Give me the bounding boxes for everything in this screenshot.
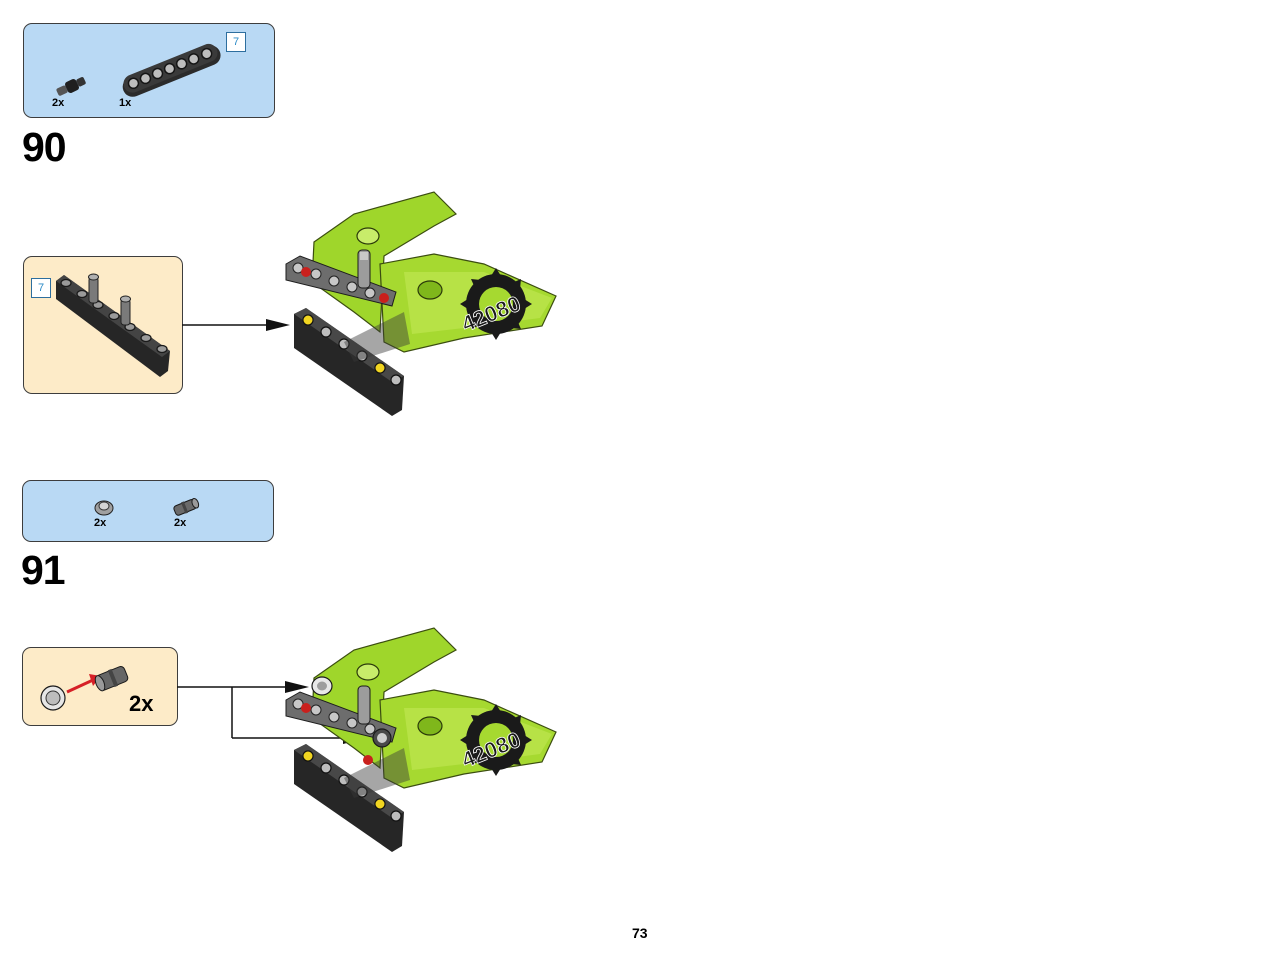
black-axle-pin-icon bbox=[56, 77, 86, 96]
light-gray-bush-icon bbox=[94, 500, 114, 516]
page-number: 73 bbox=[632, 925, 648, 941]
assembly-arrow bbox=[182, 319, 290, 331]
part-qty: 2x bbox=[52, 97, 65, 109]
part-qty: 2x bbox=[94, 517, 107, 529]
length-badge: 7 bbox=[31, 278, 51, 298]
submodel-qty: 2x bbox=[129, 691, 154, 716]
part-qty: 2x bbox=[174, 517, 187, 529]
dark-gray-pin-icon bbox=[173, 497, 200, 516]
model-render-step-90: 42080 bbox=[285, 191, 557, 416]
length-badge: 7 bbox=[226, 32, 246, 52]
part-qty: 1x bbox=[119, 97, 132, 109]
model-render-step-91: 42080 bbox=[285, 627, 557, 852]
beam-7-with-pins-icon bbox=[56, 273, 170, 377]
step-number: 90 bbox=[22, 124, 67, 170]
submodel-callout-step-90: 7 bbox=[23, 256, 183, 394]
parts-list-step-91: 2x 2x bbox=[22, 480, 274, 542]
bush-on-pin-icon bbox=[40, 666, 129, 711]
step-number: 91 bbox=[21, 547, 66, 593]
submodel-callout-step-91: 2x bbox=[22, 647, 178, 726]
parts-list-step-90: 2x 1x 7 bbox=[23, 23, 275, 118]
black-beam-7-icon bbox=[122, 43, 221, 97]
